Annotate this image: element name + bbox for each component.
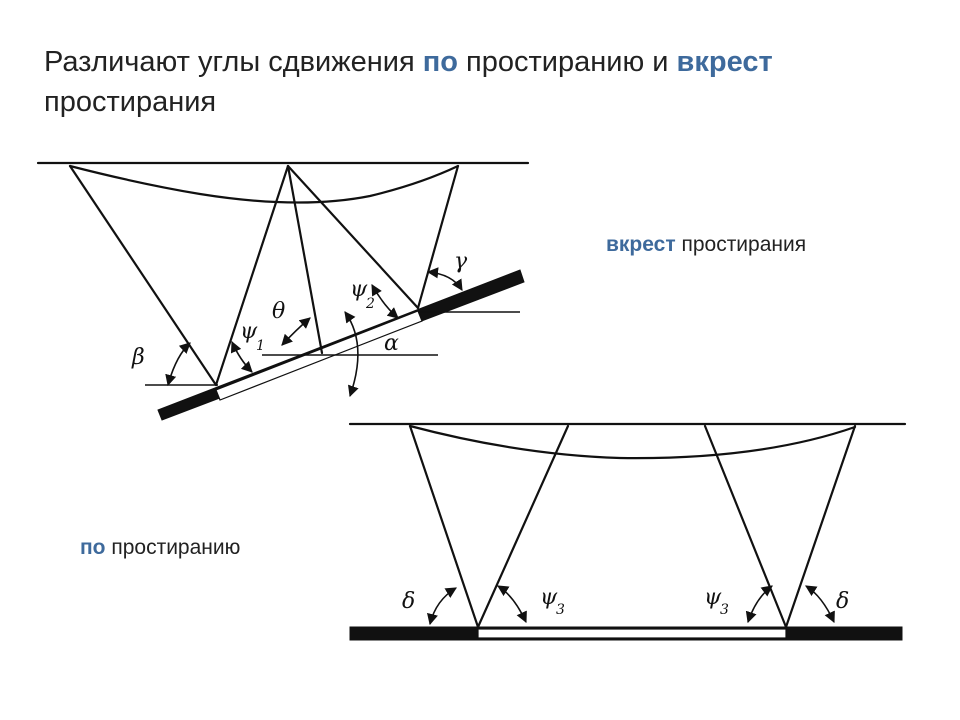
displacement-line-lower-left: [476, 424, 570, 629]
angle-label-psi2: ψ: [350, 277, 368, 302]
slide-title: Различают углы сдвижения по простиранию …: [44, 42, 924, 122]
angle-label-delta-right: δ: [836, 589, 849, 614]
angle-arc-psi3-left: [497, 585, 527, 624]
boundary-line-right: [416, 164, 460, 310]
angle-arc-delta-right: [805, 585, 835, 624]
title-accent-1: по: [422, 46, 458, 78]
angle-arc-delta-left: [427, 587, 457, 626]
boundary-line-lower-right: [784, 424, 857, 629]
angle-arc-alpha: [344, 311, 359, 398]
angle-arc-psi2: [371, 284, 399, 319]
angle-label-psi1-sub: 1: [256, 338, 265, 354]
label-along-rest: простиранию: [105, 536, 241, 559]
angle-label-psi3-left-sub: 3: [556, 602, 565, 618]
angle-arc-gamma: [426, 267, 463, 291]
label-along-strike: по простиранию: [80, 536, 240, 560]
angle-label-delta-left: δ: [402, 589, 415, 614]
boundary-line-left: [68, 164, 218, 387]
label-cross-accent: вкрест: [606, 233, 676, 256]
title-accent-2: вкрест: [676, 46, 773, 78]
angle-label-psi3-left: ψ: [540, 585, 558, 610]
angle-label-psi3-right-sub: 3: [720, 602, 729, 618]
label-cross-rest: простирания: [675, 233, 807, 256]
subsidence-trough-curve: [68, 164, 460, 204]
angle-label-psi1: ψ: [240, 319, 258, 344]
label-along-accent: по: [80, 536, 106, 559]
label-cross-strike: вкрест простирания: [606, 233, 806, 257]
angle-label-psi2-sub: 2: [365, 296, 375, 312]
title-text-3: простирания: [44, 86, 217, 118]
title-text-1: Различают углы сдвижения: [44, 46, 423, 78]
diagram-cross-strike: β ψ 1 θ ψ 2 α γ: [36, 161, 530, 421]
angle-arc-psi1: [230, 340, 253, 373]
diagram-along-strike: δ ψ 3 ψ 3 δ: [348, 422, 907, 641]
angle-label-alpha: α: [384, 331, 399, 356]
title-text-2: простиранию и: [458, 46, 677, 78]
angle-arc-theta: [281, 317, 311, 346]
boundary-line-lower-left: [408, 424, 480, 629]
subsidence-trough-curve-lower: [408, 424, 857, 460]
displacement-line-left: [214, 164, 290, 387]
mined-out-panel-lower: [477, 628, 787, 639]
angle-label-psi3-right: ψ: [704, 585, 722, 610]
angle-label-beta: β: [131, 345, 145, 370]
angle-arc-beta: [165, 342, 191, 387]
angle-label-gamma: γ: [454, 249, 468, 274]
angle-label-theta: θ: [272, 299, 285, 324]
displacement-line-center: [286, 164, 324, 355]
angle-arc-psi3-right: [745, 585, 773, 624]
